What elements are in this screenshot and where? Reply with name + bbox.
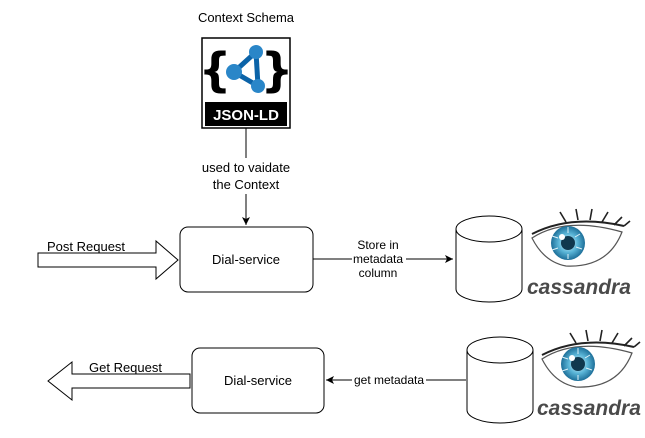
post-request-label: Post Request [47, 239, 125, 254]
schema-title: Context Schema [198, 10, 295, 25]
svg-text:}: } [261, 43, 294, 97]
json-ld-logo-text: JSON-LD [213, 107, 279, 124]
validate-label-line1: used to vaidate [202, 160, 290, 175]
svg-text:{: { [199, 43, 232, 97]
store-label-line3: column [359, 266, 398, 280]
get-dial-service-label: Dial-service [224, 373, 292, 388]
store-label-line2: metadata [353, 252, 403, 266]
get-cassandra-logo-text: cassandra [537, 397, 641, 420]
post-database-cylinder-icon [455, 215, 523, 303]
validate-label-line2: the Context [213, 177, 280, 192]
json-ld-icon: { } [199, 37, 294, 129]
post-dial-service-label: Dial-service [212, 252, 280, 267]
get-database-cylinder-icon [466, 336, 534, 424]
get-request-arrow [47, 360, 191, 402]
get-metadata-label: get metadata [354, 373, 424, 387]
get-dial-service-box [191, 347, 325, 414]
post-cassandra-logo-text: cassandra [527, 276, 631, 299]
post-request-arrow [37, 239, 179, 281]
get-request-label: Get Request [89, 360, 162, 375]
post-cassandra-eye-icon [531, 208, 631, 268]
get-cassandra-eye-icon [541, 329, 641, 389]
store-label-line1: Store in [357, 238, 398, 252]
